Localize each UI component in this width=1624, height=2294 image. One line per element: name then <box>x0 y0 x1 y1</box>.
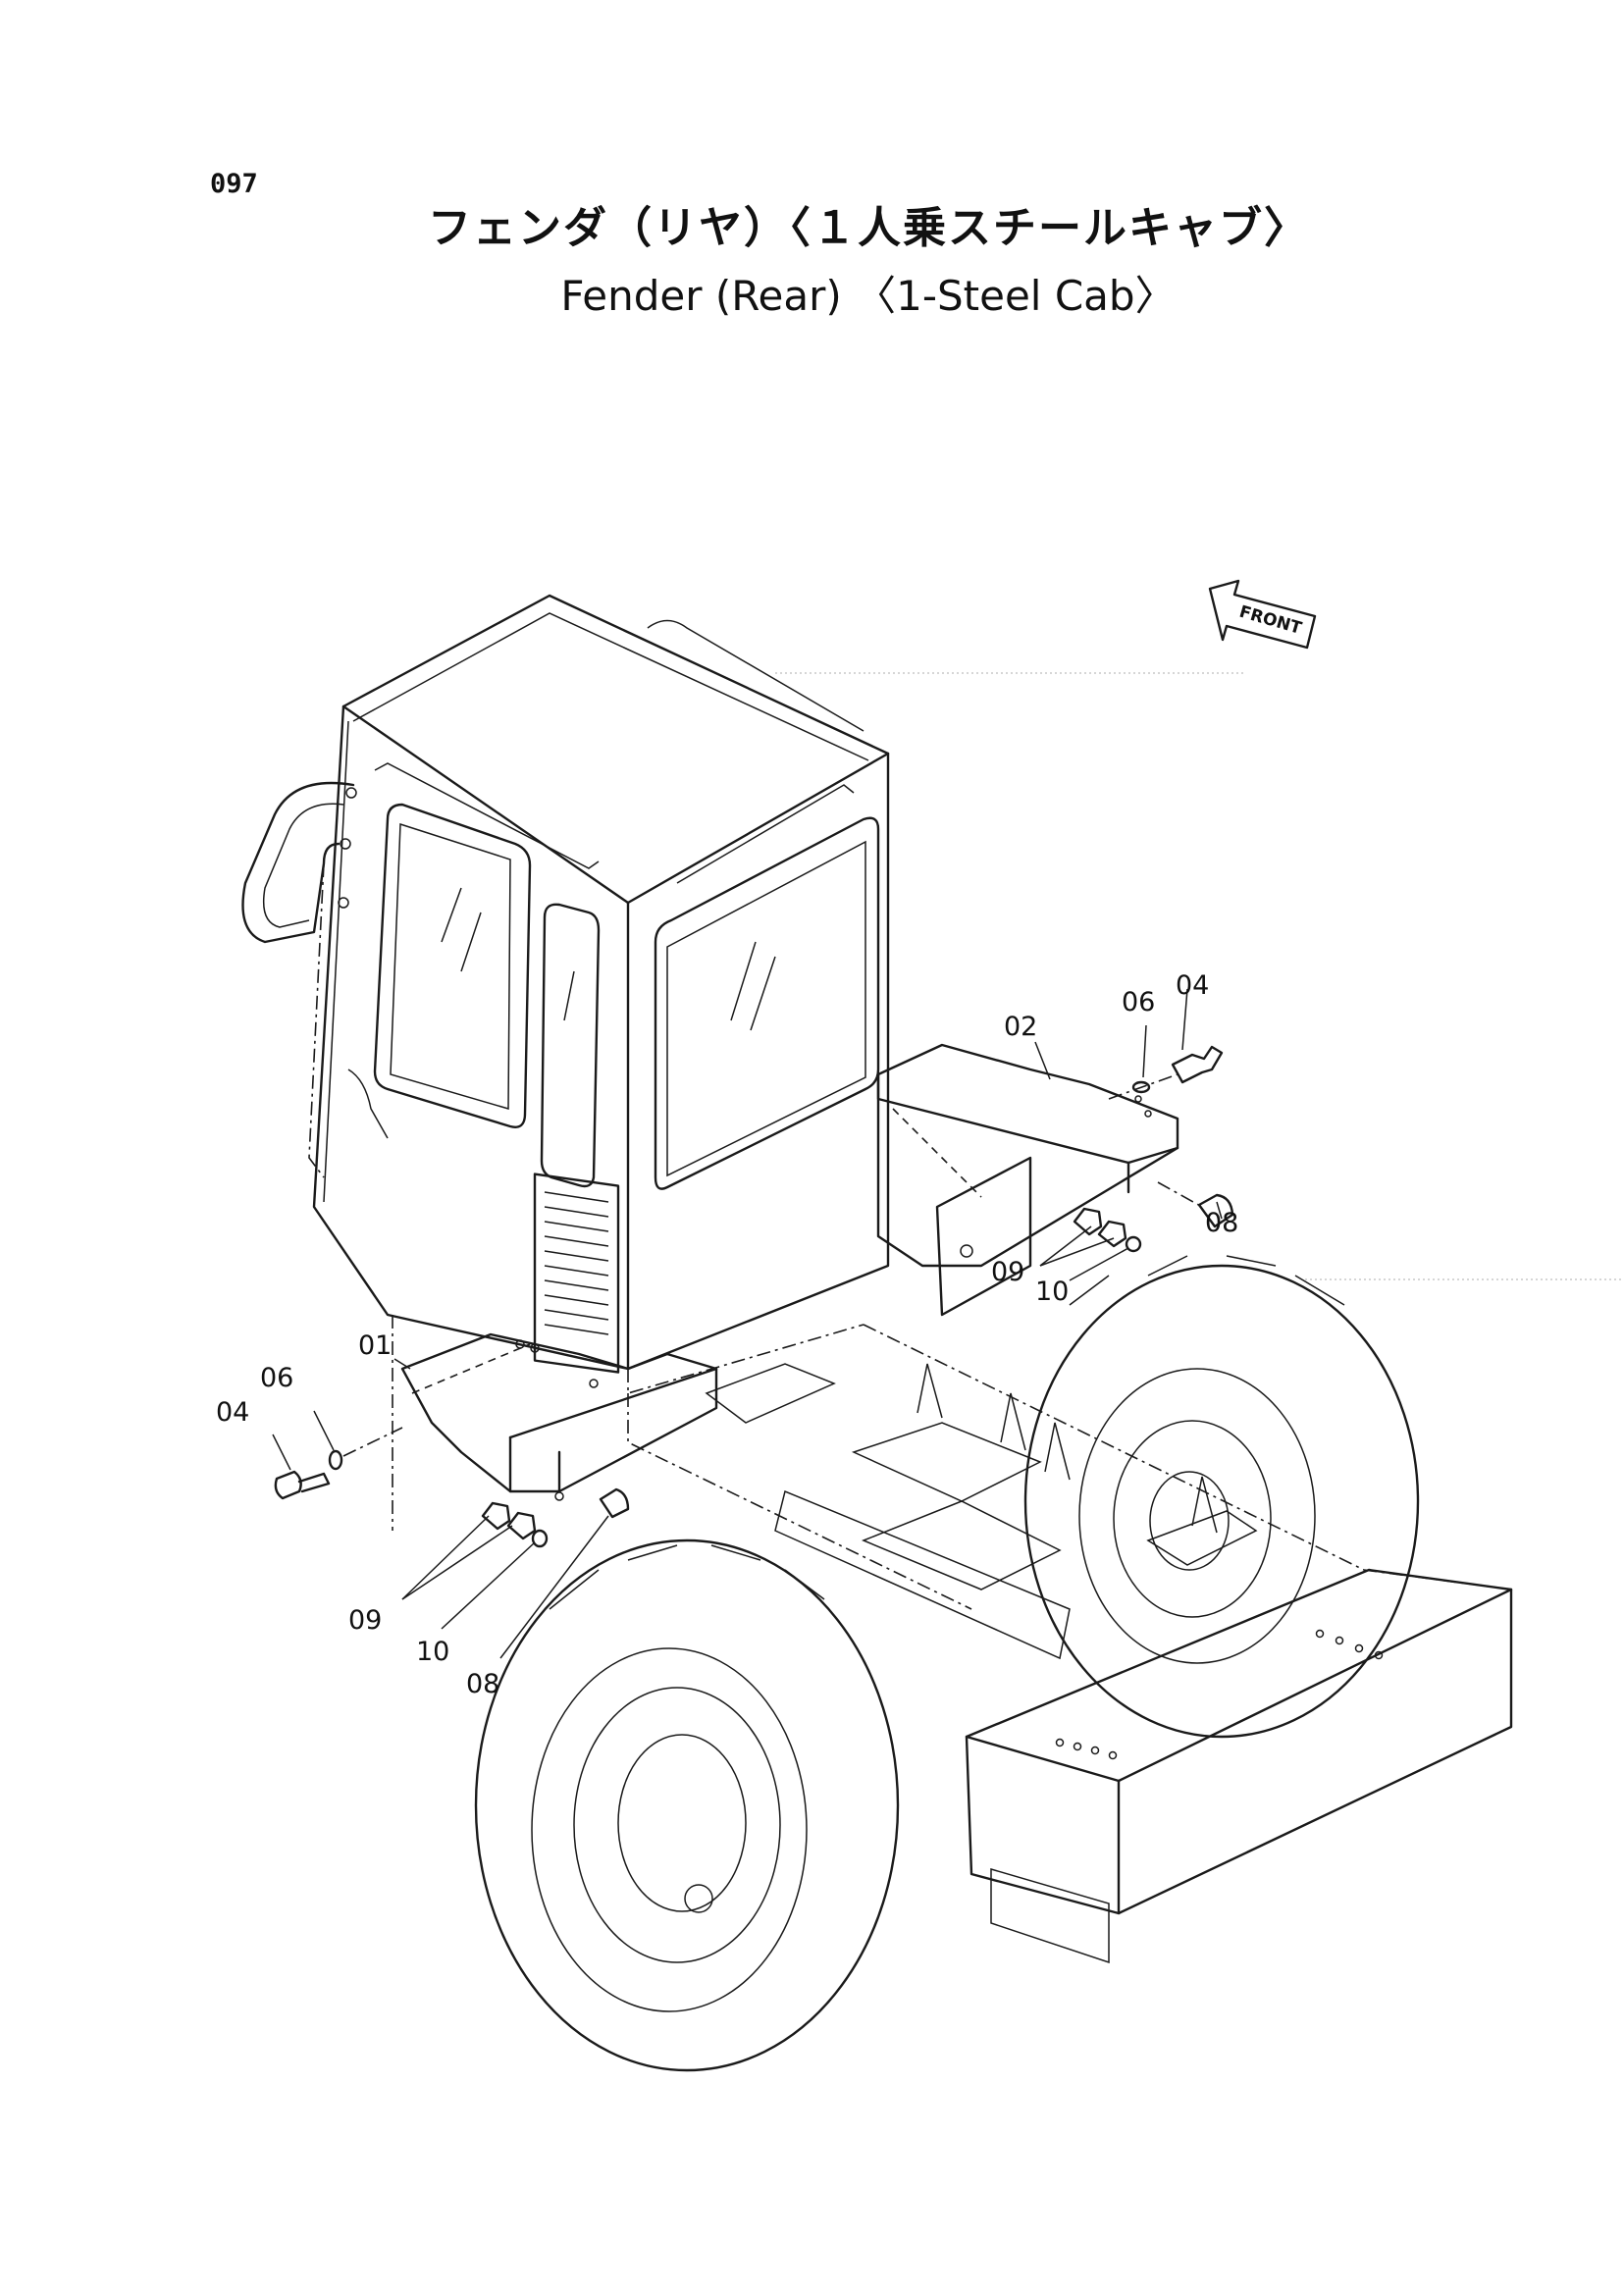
callout-04-right: 04 <box>1176 970 1209 1001</box>
callout-01: 01 <box>358 1330 392 1361</box>
callout-06-right: 06 <box>1122 987 1155 1017</box>
callout-08-left: 08 <box>466 1669 499 1699</box>
washer-06-right <box>1131 1080 1151 1094</box>
scan-dotted-lines <box>775 672 1624 1280</box>
left-rear-wheel <box>474 1538 900 2072</box>
bolt-04-right <box>1171 1045 1224 1084</box>
louver-slats <box>544 1191 609 1335</box>
callout-09-right: 09 <box>991 1257 1024 1287</box>
nut-08-right <box>1197 1193 1234 1228</box>
part-01-left-bracket <box>400 1332 718 1501</box>
callout-08-right: 08 <box>1205 1208 1238 1238</box>
fasteners <box>274 1045 1234 1548</box>
cab-drawing <box>241 594 890 1374</box>
front-label: FRONT <box>1237 602 1304 639</box>
washer-06-left <box>328 1449 343 1471</box>
callout-labels: 01 02 04 06 09 10 08 04 06 08 09 10 <box>216 970 1238 1699</box>
nut-08-left <box>599 1487 630 1519</box>
leader-lines <box>272 988 1223 1659</box>
title-japanese: フェンダ（リヤ）〈１人乗スチールキャブ〉 <box>428 203 1309 253</box>
callout-04-left: 04 <box>216 1397 249 1428</box>
title-english: Fender (Rear) 〈1-Steel Cab〉 <box>560 272 1177 320</box>
part-02-right-bracket <box>876 1043 1179 1317</box>
callout-09-left: 09 <box>348 1605 382 1636</box>
callout-02: 02 <box>1004 1012 1037 1042</box>
chassis-frame-drawing <box>392 1315 1513 1964</box>
front-direction-arrow: FRONT <box>1208 579 1317 650</box>
page-number: 097 <box>210 169 258 199</box>
right-rear-wheel <box>1023 1255 1420 1739</box>
bolt-04-left <box>274 1470 331 1500</box>
callout-06-left: 06 <box>260 1363 293 1393</box>
callout-10-left: 10 <box>416 1637 449 1667</box>
callout-10-right: 10 <box>1035 1277 1069 1307</box>
bumper-holes <box>1055 1629 1384 1760</box>
